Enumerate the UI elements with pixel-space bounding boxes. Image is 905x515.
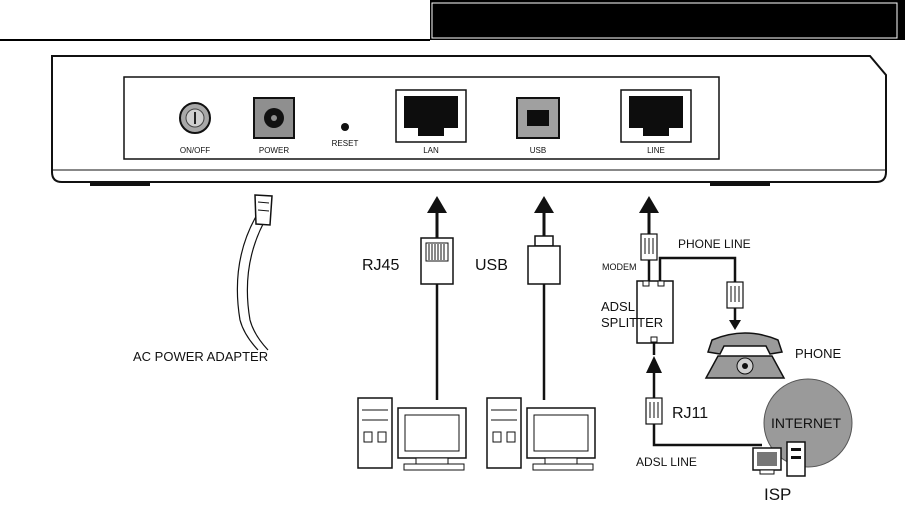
- usb-port: [517, 98, 559, 138]
- line-port: [621, 90, 691, 142]
- computer-2: [487, 398, 595, 470]
- isp-label: ISP: [764, 485, 791, 504]
- reset-label: RESET: [332, 139, 359, 148]
- rj11-label: RJ11: [672, 405, 708, 422]
- rj11-connector: [646, 398, 662, 424]
- modem-connector: [641, 234, 657, 282]
- lan-arrow: [427, 196, 447, 238]
- adsl-splitter-label-line1: ADSL: [601, 299, 635, 314]
- phone-line-label: PHONE LINE: [678, 237, 751, 251]
- ac-power-adapter-label: AC POWER ADAPTER: [133, 349, 268, 364]
- adsl-splitter: [637, 281, 673, 343]
- line-arrow: [639, 196, 659, 234]
- usb-label: USB: [530, 146, 546, 155]
- rj45-connector: [421, 238, 453, 400]
- usb-arrow: [534, 196, 554, 236]
- lan-label: LAN: [423, 146, 439, 155]
- ac-power-cable: [237, 195, 272, 350]
- phone-line-wire: [660, 258, 735, 282]
- header-bar: [430, 0, 905, 40]
- adsl-line-label: ADSL LINE: [636, 455, 697, 469]
- modem-label: MODEM: [602, 262, 637, 272]
- phone-label: PHONE: [795, 346, 842, 361]
- adsl-splitter-label-line2: SPLITTER: [601, 315, 663, 330]
- computer-1: [358, 398, 466, 470]
- usb-cable-label: USB: [475, 257, 508, 274]
- line-label: LINE: [647, 146, 665, 155]
- on-off-label: ON/OFF: [180, 146, 210, 155]
- power-port: [254, 98, 294, 138]
- phone-connector: [727, 282, 743, 330]
- rj45-label: RJ45: [362, 257, 399, 274]
- internet-label: INTERNET: [771, 415, 841, 431]
- telephone-icon: [706, 333, 784, 378]
- router-back-panel: [52, 56, 886, 186]
- on-off-switch: [180, 103, 210, 133]
- reset-button: [341, 123, 349, 131]
- power-label: POWER: [259, 146, 289, 155]
- usb-connector: [528, 236, 560, 400]
- lan-port: [396, 90, 466, 142]
